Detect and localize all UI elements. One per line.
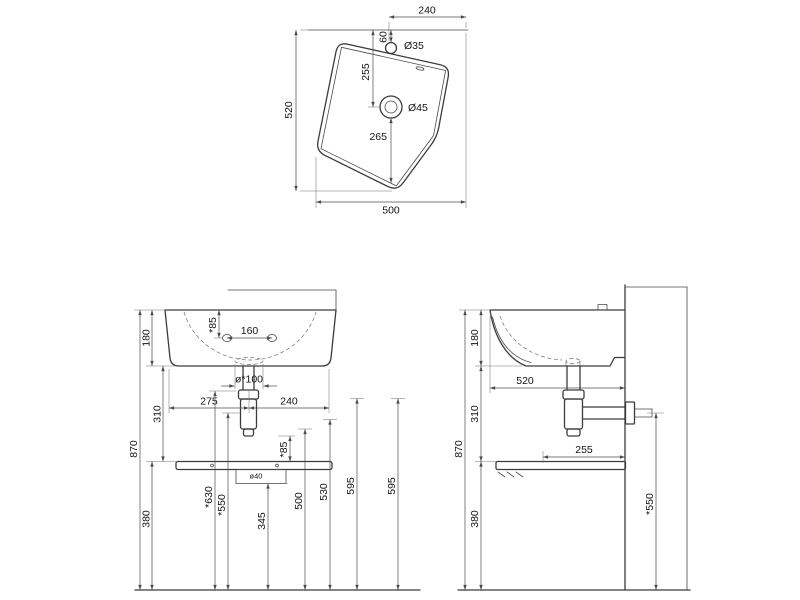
- dim-label-side-550: *550: [644, 493, 656, 515]
- side-view: 180 310 380 870 520 255 *550: [453, 284, 691, 591]
- dim-label-rail-530: 530: [318, 483, 330, 501]
- dim-label-front-870: 870: [128, 440, 140, 458]
- drain-circle-outer: [379, 95, 403, 119]
- dim-side-550: *550: [644, 412, 664, 591]
- dim-label-520-top: 520: [283, 101, 295, 119]
- dim-label-side-310: 310: [469, 405, 481, 423]
- dim-label-60: 60: [378, 31, 390, 43]
- dim-label-front-180: 180: [141, 329, 153, 347]
- drain-circle-inner: [384, 100, 398, 114]
- bowl-hidden-contour-side: [499, 315, 563, 361]
- dim-label-front-380: 380: [141, 510, 153, 528]
- dim-top-60: 60: [378, 29, 393, 43]
- dim-top-520: 520: [283, 29, 392, 192]
- dim-label-85-shelf: *85: [278, 441, 290, 457]
- trap-nut-side: [562, 389, 585, 400]
- dim-front-870: 870: [128, 310, 142, 591]
- dim-front-345: 345: [256, 483, 288, 591]
- side-view-object-lines: [457, 284, 691, 591]
- shelf-side: [495, 460, 627, 471]
- basin-rim-inner: [492, 316, 532, 363]
- dim-label-tap-dia: Ø35: [404, 40, 424, 52]
- shelf-screw-left: [210, 463, 214, 468]
- basin-outline-outer: [317, 43, 450, 189]
- trap-cap: [242, 428, 255, 437]
- tap-collar: [597, 304, 608, 311]
- dim-label-side-180: 180: [469, 329, 481, 347]
- outlet-flange: [624, 401, 636, 425]
- dim-front-500: 500: [293, 428, 312, 591]
- front-view: ø40 180 310 870 380 *85: [128, 289, 421, 591]
- dim-front-595-b: 595: [386, 398, 405, 591]
- dim-front-drain-100: ø*100: [221, 364, 277, 389]
- dim-label-630: *630: [203, 486, 215, 508]
- dim-label-255: 255: [575, 444, 593, 456]
- overflow-slot: [415, 66, 425, 71]
- bowl-hidden-contour: [183, 311, 317, 361]
- dim-label-side-380: 380: [469, 510, 481, 528]
- dim-side-380: 380: [469, 461, 483, 591]
- dim-label-240-top: 240: [418, 5, 436, 17]
- dim-label-85-hole: *85: [207, 317, 219, 333]
- dim-top-240: 240: [388, 5, 467, 41]
- trap-body-side: [563, 398, 584, 430]
- dim-label-drain-100: ø*100: [235, 374, 263, 386]
- dim-label-595-a: 595: [345, 477, 357, 495]
- dim-label-550-front: *550: [216, 494, 228, 516]
- dim-side-310: 310: [469, 366, 483, 462]
- dim-top-500: 500: [315, 33, 467, 217]
- basin-front-outline: [164, 309, 337, 367]
- basin-side-profile: [489, 309, 626, 367]
- tap-hole-circle: [384, 41, 398, 55]
- dim-side-520: 520: [489, 316, 626, 393]
- dim-side-180: 180: [469, 310, 483, 366]
- shelf-screw-right: [275, 463, 279, 468]
- dim-label-rail-500: 500: [293, 492, 305, 510]
- top-view-object-lines: [307, 29, 469, 189]
- dim-label-595-b: 595: [386, 477, 398, 495]
- dim-front-160: 160: [227, 325, 272, 340]
- dim-front-85-shelf: *85: [278, 435, 295, 462]
- dim-label-240-front: 240: [280, 396, 298, 408]
- dim-front-310: 310: [152, 366, 165, 462]
- dim-front-595-a: 595: [345, 398, 364, 591]
- dim-label-drain-dia: Ø45: [408, 102, 428, 114]
- outlet-pipe-label: ø40: [250, 472, 263, 481]
- dim-front-85-hole: *85: [207, 310, 222, 339]
- trap-body: [239, 398, 258, 430]
- dim-front-380: 380: [141, 461, 154, 591]
- drain-hidden-ellipse-side: [565, 358, 581, 364]
- trap-cap-side: [566, 428, 581, 437]
- dim-label-345: 345: [256, 512, 268, 530]
- dim-label-side-870: 870: [453, 440, 465, 458]
- dim-top-265: 265: [369, 118, 393, 183]
- trap-nut: [237, 389, 260, 400]
- dim-side-255: 255: [542, 444, 626, 463]
- dim-top-255: 255: [360, 29, 381, 108]
- dim-front-630: *630: [203, 390, 236, 591]
- basin-outline-inner: [320, 46, 447, 187]
- dim-front-180: 180: [141, 310, 154, 366]
- trap-cover-box: [235, 469, 287, 484]
- dim-label-front-310: 310: [152, 405, 164, 423]
- dim-label-side-520: 520: [516, 375, 534, 387]
- dim-label-265: 265: [369, 131, 387, 143]
- dim-front-530: 530: [318, 419, 337, 591]
- front-view-object-lines: ø40: [134, 289, 421, 591]
- dim-label-500: 500: [382, 205, 400, 217]
- dim-side-870: 870: [453, 310, 467, 591]
- dim-front-550: *550: [216, 412, 240, 591]
- drain-hidden-ellipse: [234, 357, 264, 365]
- dim-label-160: 160: [241, 325, 259, 337]
- shelf-front: [175, 460, 333, 471]
- top-view: 240 60 Ø35 255 Ø45 265 520 500: [283, 5, 469, 217]
- dim-label-255: 255: [360, 63, 372, 81]
